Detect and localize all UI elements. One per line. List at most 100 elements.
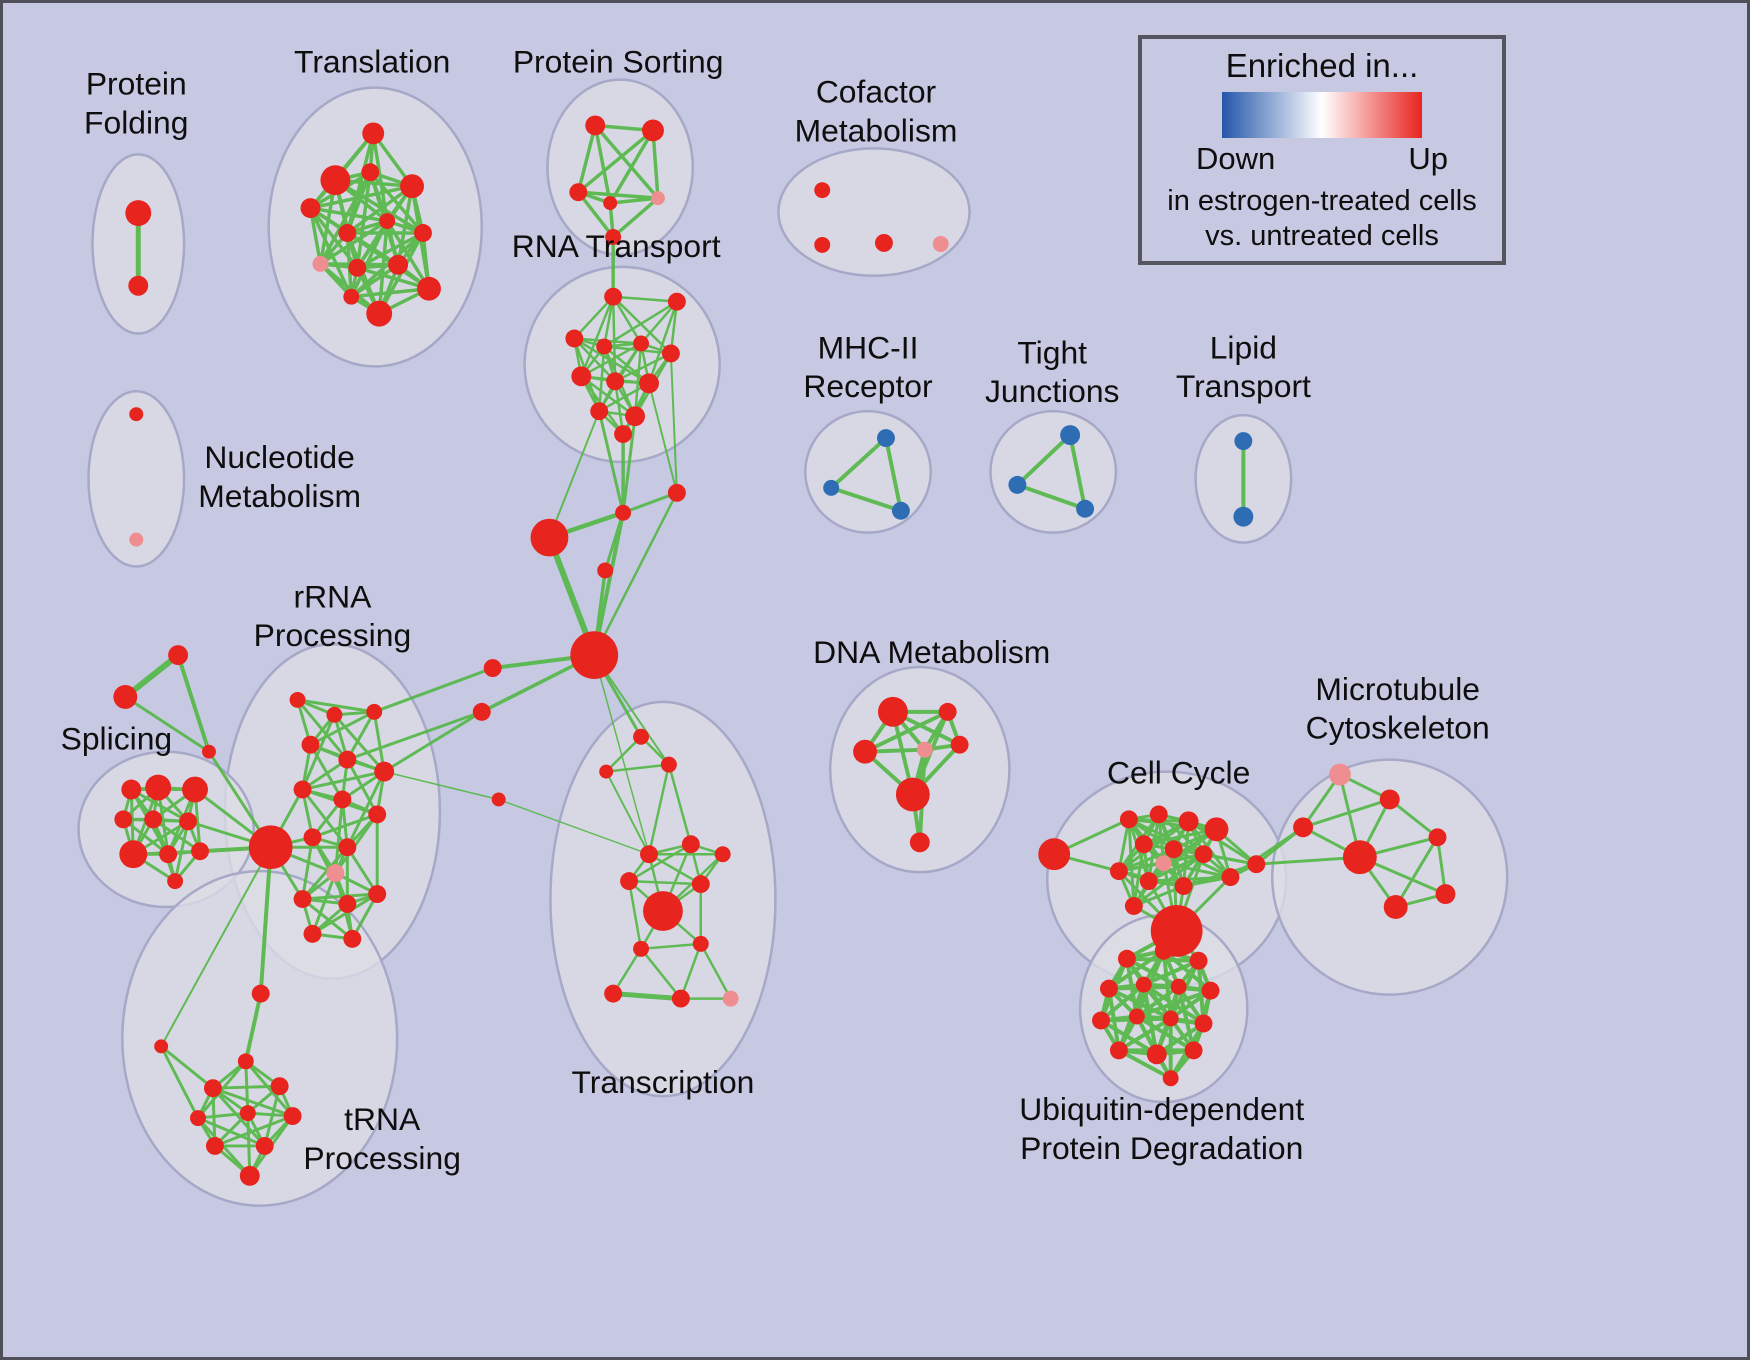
network-edge [651, 128, 660, 200]
network-node [1194, 1014, 1213, 1033]
network-edge [1161, 948, 1213, 993]
network-node [1038, 838, 1071, 871]
network-edge [669, 352, 678, 494]
cluster-ubiquitin-degradation-label: Ubiquitin-dependent [1019, 1091, 1304, 1127]
network-node [606, 372, 625, 391]
network-node [366, 703, 383, 720]
network-node [326, 706, 343, 723]
legend-endpoint-labels: Down Up [1196, 141, 1448, 177]
network-node [1328, 763, 1351, 786]
network-node [1204, 817, 1229, 842]
network-edge [1141, 958, 1201, 987]
network-node [661, 344, 680, 363]
network-node [625, 406, 646, 427]
network-node [633, 728, 650, 745]
cluster-lipid-transport-label: Transport [1176, 368, 1311, 404]
network-node [853, 739, 877, 764]
network-edge [1172, 847, 1232, 879]
network-edge [883, 436, 903, 513]
network-node [1170, 978, 1187, 995]
network-node [128, 275, 149, 296]
network-edge [333, 812, 379, 875]
network-node [283, 1107, 302, 1126]
network-node [388, 254, 409, 275]
cluster-microtubule-cytoskeleton-label: Microtubule [1315, 671, 1480, 707]
network-edge [829, 436, 888, 490]
cluster-nucleotide-metabolism-ellipse [87, 390, 186, 568]
network-node [343, 288, 360, 305]
network-node [379, 213, 396, 229]
network-node [293, 780, 312, 799]
network-edge [258, 845, 273, 996]
network-edge [1068, 433, 1088, 511]
network-node [303, 828, 322, 847]
network-node [639, 373, 659, 394]
network-node [491, 792, 506, 807]
network-node [248, 825, 293, 870]
network-node [1178, 811, 1199, 832]
network-node [1383, 895, 1408, 919]
network-edge [576, 128, 655, 194]
legend-subtitle-line2: vs. untreated cells [1205, 219, 1439, 252]
network-edge [611, 196, 660, 239]
network-edge [332, 713, 386, 774]
network-node [121, 779, 142, 800]
network-node [417, 276, 441, 301]
network-edge [383, 770, 500, 801]
network-node [938, 702, 957, 721]
network-node [1233, 506, 1254, 527]
network-edge [627, 879, 643, 951]
network-node [1100, 979, 1118, 998]
network-edge [639, 942, 703, 951]
network-node [125, 200, 152, 227]
network-edge [151, 817, 202, 853]
network-node [604, 984, 623, 1003]
network-edge [382, 710, 484, 774]
cluster-tight-junctions-ellipse [989, 409, 1118, 534]
cluster-cofactor-metabolism-label: Cofactor [816, 74, 937, 110]
network-edge [345, 710, 484, 762]
network-edge [605, 770, 650, 856]
network-node [251, 984, 270, 1003]
network-edge [368, 170, 425, 235]
network-node [400, 174, 424, 199]
network-edge [372, 666, 495, 714]
network-node [1342, 840, 1377, 875]
network-node [620, 872, 639, 891]
network-node [159, 845, 178, 864]
network-node [950, 735, 969, 754]
network-node [1201, 981, 1220, 1000]
network-node [1060, 425, 1081, 446]
network-node [154, 1039, 169, 1054]
network-node [145, 774, 172, 801]
network-edge [647, 852, 703, 886]
network-node [1435, 884, 1456, 905]
cluster-protein-folding-label: Folding [84, 104, 188, 140]
network-edge [318, 219, 389, 266]
network-edge [1388, 797, 1440, 839]
network-edge [196, 1111, 250, 1120]
cluster-nucleotide-metabolism-label: Nucleotide [204, 439, 354, 475]
network-node [1119, 810, 1138, 829]
network-edge [176, 653, 211, 754]
legend-subtitle-line1: in estrogen-treated cells [1167, 185, 1477, 217]
network-node [1379, 789, 1400, 810]
network-node [603, 196, 618, 211]
network-node [1109, 862, 1128, 881]
network-node [333, 790, 352, 809]
cluster-tight-junctions-label: Tight [1017, 334, 1087, 370]
cluster-mhc-ii-receptor-label: MHC-II [818, 329, 919, 365]
network-node [338, 838, 357, 857]
cluster-ubiquitin-degradation-label: Protein Degradation [1020, 1130, 1303, 1166]
network-node [483, 659, 502, 678]
network-edge [301, 892, 379, 901]
cluster-dna-metabolism-label: DNA Metabolism [813, 634, 1050, 670]
network-edge [639, 300, 679, 345]
network-edge [159, 1044, 200, 1120]
network-edge [349, 286, 431, 299]
network-edge [1134, 984, 1181, 1019]
network-node [633, 940, 650, 957]
